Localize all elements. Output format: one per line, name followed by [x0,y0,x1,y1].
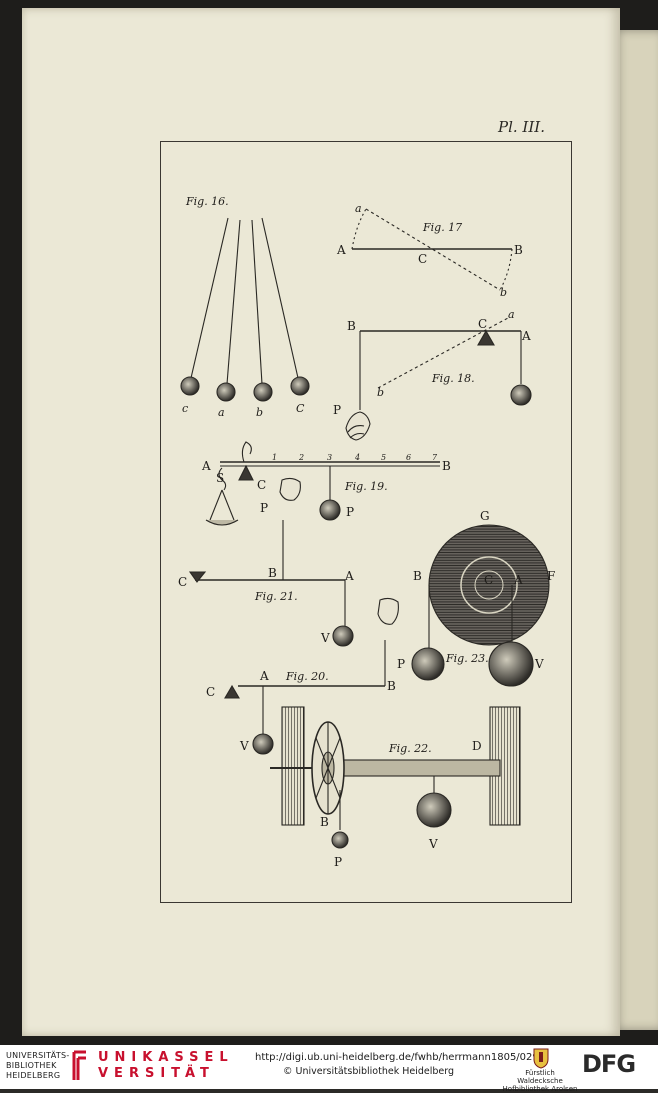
uk-line-2: VERSITÄT [98,1066,215,1081]
fig19-label-S: S [216,471,224,485]
fig19-scale-2: 2 [298,453,304,462]
fig17-label-A: A [336,243,346,257]
fig23-label-V: V [534,657,544,671]
arolsen-library-text[interactable]: Fürstlich Waldecksche Hofbibliothek Arol… [502,1069,578,1093]
fig23-label-A: A [513,573,523,587]
fig20-label-A: A [259,669,269,683]
uni-kassel-logo-icon [72,1050,86,1080]
fig19-scale-4: 4 [354,453,360,462]
fig23-label-G: G [480,509,490,523]
fig21-label-V: V [320,631,330,645]
fig18-label-B: B [347,319,356,333]
plate-engraving: Fig. 16. c a b C Fig. 17 a A C B b Fig. … [178,195,555,869]
fig19-scale-6: 6 [406,453,411,462]
fig22-label-B: B [320,815,329,829]
fig18-title: Fig. 18. [431,372,475,385]
plate-frame [160,141,572,903]
copyright-text: © Universitätsbibliothek Heidelberg [283,1066,455,1077]
fig20-title: Fig. 20. [285,670,329,683]
fig17-label-b: b [500,286,507,299]
ub-line-2: BIBLIOTHEK [6,1061,57,1070]
fig18-label-C: C [478,317,487,331]
plate-label: Pl. III. [498,118,545,136]
fig19-label-P-hand: P [260,501,268,515]
fig16-pendulums [180,217,310,402]
fig19-label-A: A [201,459,211,473]
fig19-label-B: B [442,459,451,473]
fig22-label-V: V [428,837,438,851]
ub-line-1: UNIVERSITÄTS- [6,1051,70,1060]
fig18-label-A: A [521,329,531,343]
fig22-title: Fig. 22. [388,742,432,755]
uk-line-1: UNIKASSEL [98,1050,234,1065]
fig19-label-P-weight: P [346,505,354,519]
fig22-windlass [270,706,521,849]
arolsen-line-2: Hofbibliothek Arolsen [502,1085,578,1093]
fig20-label-B: B [387,679,396,693]
fig23-label-B: B [413,569,422,583]
fig22-label-P: P [334,855,342,869]
fig17-label-B: B [514,243,523,257]
source-url-link[interactable]: http://digi.ub.uni-heidelberg.de/fwhb/he… [255,1052,546,1063]
uni-kassel-logo-text[interactable]: UNIKASSEL VERSITÄT [98,1050,234,1082]
fig17-label-a: a [355,202,362,215]
fig18-lever [345,317,532,441]
fig20-label-C: C [206,685,215,699]
ub-line-3: HEIDELBERG [6,1071,61,1080]
fig23-label-P: P [397,657,405,671]
fig19-steelyard [205,441,440,526]
fig16-label-b: b [256,406,263,419]
fig19-scale-1: 1 [272,453,277,462]
fig19-label-C: C [257,478,266,492]
fig17-lever [351,208,513,291]
fig19-title: Fig. 19. [344,480,388,493]
fig23-wheel [411,524,550,687]
fig16-label-C: C [296,402,305,415]
fig23-label-C: C [484,573,493,587]
fig19-scale-5: 5 [381,453,386,462]
fig21-label-A: A [344,569,354,583]
fig20-lever [224,597,399,755]
fig16-label-a: a [218,406,225,419]
fig23-label-F: F [547,569,555,583]
fig17-label-C: C [418,252,427,266]
arolsen-line-1: Fürstlich Waldecksche [517,1069,563,1085]
fig21-title: Fig. 21. [254,590,298,603]
fig21-label-B: B [268,566,277,580]
dfg-logo[interactable]: DFG [582,1050,636,1078]
fig18-label-P: P [333,403,341,417]
fig19-scale-7: 7 [432,453,438,462]
fig16-title: Fig. 16. [185,195,229,208]
fig21-label-C: C [178,575,187,589]
book-page [22,8,620,1036]
fig23-title: Fig. 23. [445,652,489,665]
fig17-title: Fig. 17 [422,221,462,234]
fig22-label-D: D [472,739,482,753]
fig18-label-a: a [508,308,515,321]
fig18-label-b: b [377,386,384,399]
fig20-label-V: V [239,739,249,753]
arolsen-crest-icon [533,1048,549,1069]
ub-heidelberg-logo-text[interactable]: UNIVERSITÄTS- BIBLIOTHEK HEIDELBERG [6,1051,70,1081]
fig19-scale-3: 3 [327,453,332,462]
fig21-lever [188,520,354,647]
fig16-label-c: c [182,402,188,415]
